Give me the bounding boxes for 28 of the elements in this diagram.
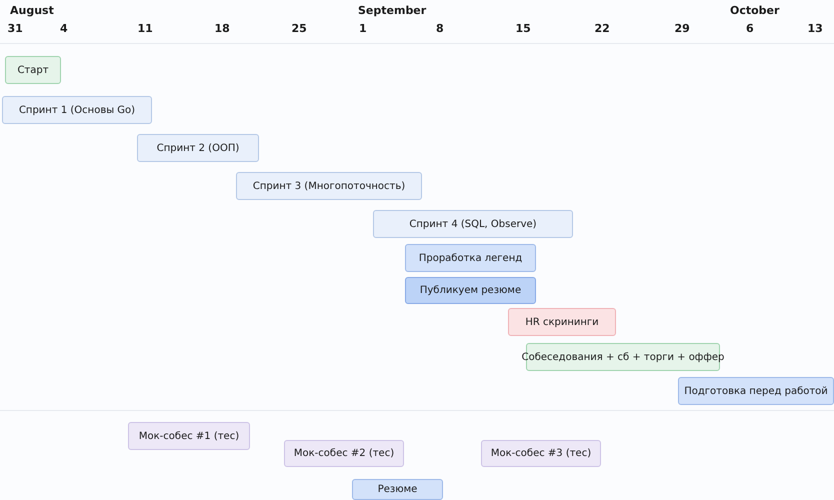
task-bar: Спринт 1 (Основы Go) [2, 96, 152, 124]
month-label: September [358, 4, 426, 17]
task-bar: Резюме [352, 479, 443, 500]
day-label: 29 [674, 22, 690, 35]
task-bar: Старт [5, 56, 61, 84]
day-label: 31 [8, 22, 23, 35]
month-label: October [730, 4, 780, 17]
day-label: 4 [60, 22, 68, 35]
day-label: 15 [516, 22, 531, 35]
task-bar: HR скрининги [508, 308, 616, 336]
day-label: 1 [359, 22, 367, 35]
day-label: 18 [214, 22, 230, 35]
task-bar: Мок-собес #2 (тес) [284, 440, 404, 467]
month-label: August [10, 4, 54, 17]
day-label: 25 [292, 22, 307, 35]
day-label: 8 [436, 22, 444, 35]
task-bar: Мок-собес #1 (тес) [128, 422, 250, 450]
task-bar: Мок-собес #3 (тес) [481, 440, 601, 467]
task-bar: Спринт 2 (ООП) [137, 134, 259, 162]
task-bar: Спринт 3 (Многопоточность) [236, 172, 422, 200]
task-bar: Публикуем резюме [405, 277, 536, 304]
task-bar: Проработка легенд [405, 244, 536, 272]
day-label: 22 [594, 22, 610, 35]
day-label: 13 [808, 22, 823, 35]
task-bar: Спринт 4 (SQL, Observe) [373, 210, 573, 238]
day-label: 11 [138, 22, 153, 35]
day-label: 6 [746, 22, 754, 35]
task-bar: Подготовка перед работой [678, 377, 834, 405]
